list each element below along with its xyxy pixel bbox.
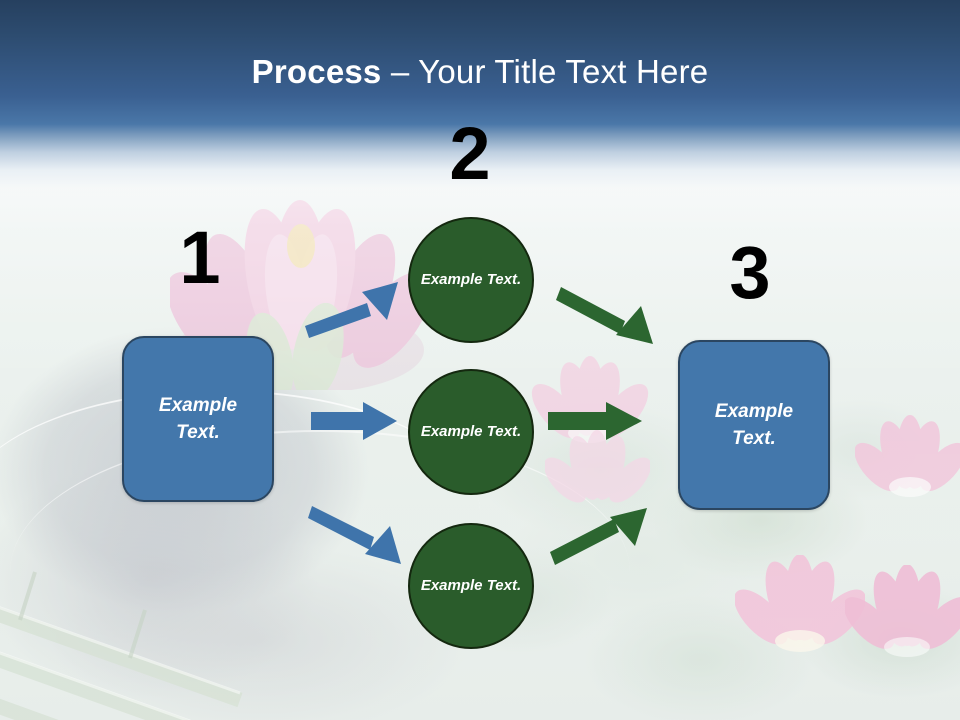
process-circle-bottom-line1: Example [420, 577, 483, 594]
green-arrow-down-connector [556, 287, 653, 344]
page-title-strong: Process [251, 53, 382, 90]
process-box-left-line1: Example [158, 395, 238, 416]
process-box-right-line1: Example [714, 401, 794, 422]
process-circle-middle-line2: Text. [486, 423, 522, 440]
green-arrow-middle-connector [548, 402, 642, 440]
process-box-right-line2: Text. [732, 428, 776, 449]
process-circle-top-line2: Text. [486, 271, 522, 288]
blue-arrow-middle-connector [311, 402, 397, 440]
process-box-right[interactable]: Example Text. [678, 340, 830, 510]
process-circle-middle-line1: Example [420, 423, 483, 440]
process-circle-top-line1: Example [420, 271, 483, 288]
page-title: Process – Your Title Text Here [0, 52, 960, 92]
step-number-1: 1 [179, 216, 221, 299]
process-circle-middle[interactable]: Example Text. [408, 369, 534, 495]
page-title-rest: – Your Title Text Here [381, 53, 709, 90]
process-circle-top[interactable]: Example Text. [408, 217, 534, 343]
process-box-left-line2: Text. [176, 422, 220, 443]
process-box-left[interactable]: Example Text. [122, 336, 274, 502]
process-circle-bottom-line2: Text. [486, 577, 522, 594]
title-header-band [0, 0, 960, 200]
blue-arrow-down-connector [308, 506, 401, 564]
step-number-3: 3 [729, 231, 771, 314]
process-circle-bottom[interactable]: Example Text. [408, 523, 534, 649]
green-arrow-up-connector [550, 508, 647, 565]
blue-arrow-up-connector [305, 282, 398, 338]
step-number-2: 2 [449, 112, 491, 195]
